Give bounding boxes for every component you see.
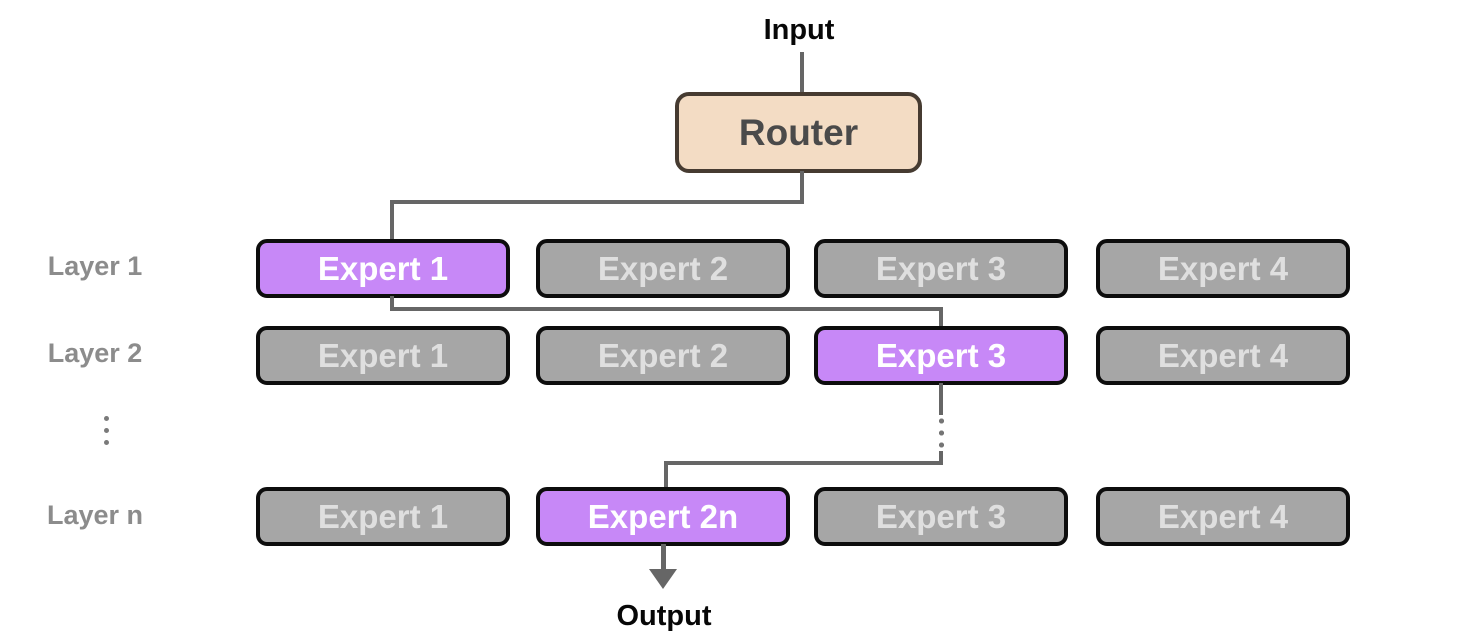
edge-input-to-router xyxy=(800,52,804,93)
edge-skipped-layers-dotted-segment xyxy=(939,415,944,453)
expert-label: Expert 4 xyxy=(1157,497,1289,535)
edge-into-layern-expert2n xyxy=(664,461,668,489)
edge-router-down-segment xyxy=(800,171,804,204)
layer1-label: Layer 1 xyxy=(47,251,143,281)
edge-resume-down-solid xyxy=(939,451,943,465)
expert-box-layern-expert2n: Expert 2n xyxy=(536,487,790,546)
expert-box-layern-expert1: Expert 1 xyxy=(256,487,510,546)
edge-layer2-expert3-down-solid xyxy=(939,383,943,415)
layern-label: Layer n xyxy=(46,500,144,530)
output-label: Output xyxy=(616,600,712,632)
expert-box-layer2-expert4: Expert 4 xyxy=(1096,326,1350,385)
expert-box-layer1-expert1: Expert 1 xyxy=(256,239,510,298)
expert-label: Expert 1 xyxy=(317,249,449,287)
expert-label: Expert 4 xyxy=(1157,249,1289,287)
edge-layer1-to-layer2-horizontal xyxy=(390,307,943,311)
expert-label: Expert 2 xyxy=(597,336,729,374)
expert-label: Expert 3 xyxy=(875,336,1007,374)
expert-box-layer2-expert1: Expert 1 xyxy=(256,326,510,385)
more-layers-ellipsis-icon xyxy=(104,416,109,445)
router-box: Router xyxy=(675,92,922,173)
edge-layer1-expert1-down xyxy=(390,296,394,311)
expert-label: Expert 1 xyxy=(317,497,449,535)
expert-box-layer1-expert3: Expert 3 xyxy=(814,239,1068,298)
router-label: Router xyxy=(738,111,859,153)
expert-label: Expert 3 xyxy=(875,497,1007,535)
expert-box-layern-expert4: Expert 4 xyxy=(1096,487,1350,546)
expert-box-layer2-expert2: Expert 2 xyxy=(536,326,790,385)
expert-box-layern-expert3: Expert 3 xyxy=(814,487,1068,546)
edge-into-layer1-expert1 xyxy=(390,200,394,241)
expert-label: Expert 1 xyxy=(317,336,449,374)
expert-label: Expert 3 xyxy=(875,249,1007,287)
edge-router-horizontal-segment xyxy=(390,200,804,204)
edge-layer2-to-layern-horizontal xyxy=(664,461,943,465)
layer2-label: Layer 2 xyxy=(47,338,143,368)
edge-expert2n-to-output-shaft xyxy=(661,544,666,572)
expert-box-layer1-expert2: Expert 2 xyxy=(536,239,790,298)
input-label: Input xyxy=(763,14,835,46)
expert-label: Expert 2n xyxy=(587,497,739,535)
expert-label: Expert 2 xyxy=(597,249,729,287)
expert-label: Expert 4 xyxy=(1157,336,1289,374)
expert-box-layer2-expert3: Expert 3 xyxy=(814,326,1068,385)
edge-into-layer2-expert3 xyxy=(939,307,943,328)
output-arrowhead-icon xyxy=(649,569,677,589)
expert-box-layer1-expert4: Expert 4 xyxy=(1096,239,1350,298)
